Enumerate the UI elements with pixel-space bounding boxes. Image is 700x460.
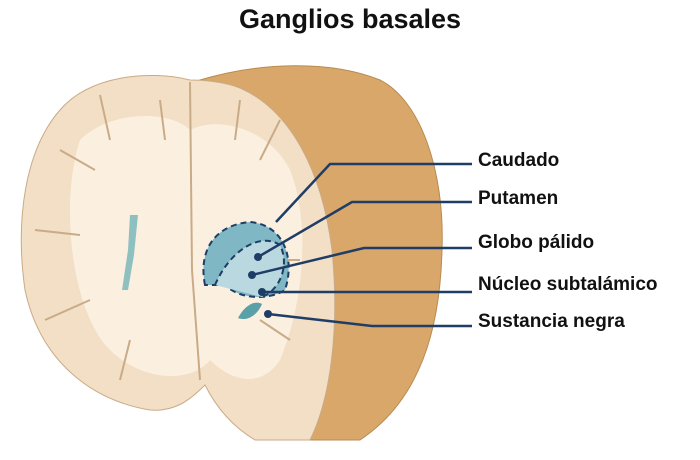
label-putamen: Putamen bbox=[478, 188, 559, 209]
substantia-nigra bbox=[238, 302, 262, 320]
label-sustancia-negra: Sustancia negra bbox=[478, 311, 625, 332]
label-caudado: Caudado bbox=[478, 150, 560, 171]
label-nucleo-subtalamico: Núcleo subtalámico bbox=[478, 274, 658, 295]
leader-dots bbox=[248, 253, 272, 318]
label-globo-palido: Globo pálido bbox=[478, 232, 595, 253]
midline-fissure bbox=[189, 81, 201, 381]
lateral-ventricle bbox=[122, 215, 138, 290]
leader-lines bbox=[251, 162, 472, 328]
diagram-title: Ganglios basales bbox=[238, 4, 462, 34]
